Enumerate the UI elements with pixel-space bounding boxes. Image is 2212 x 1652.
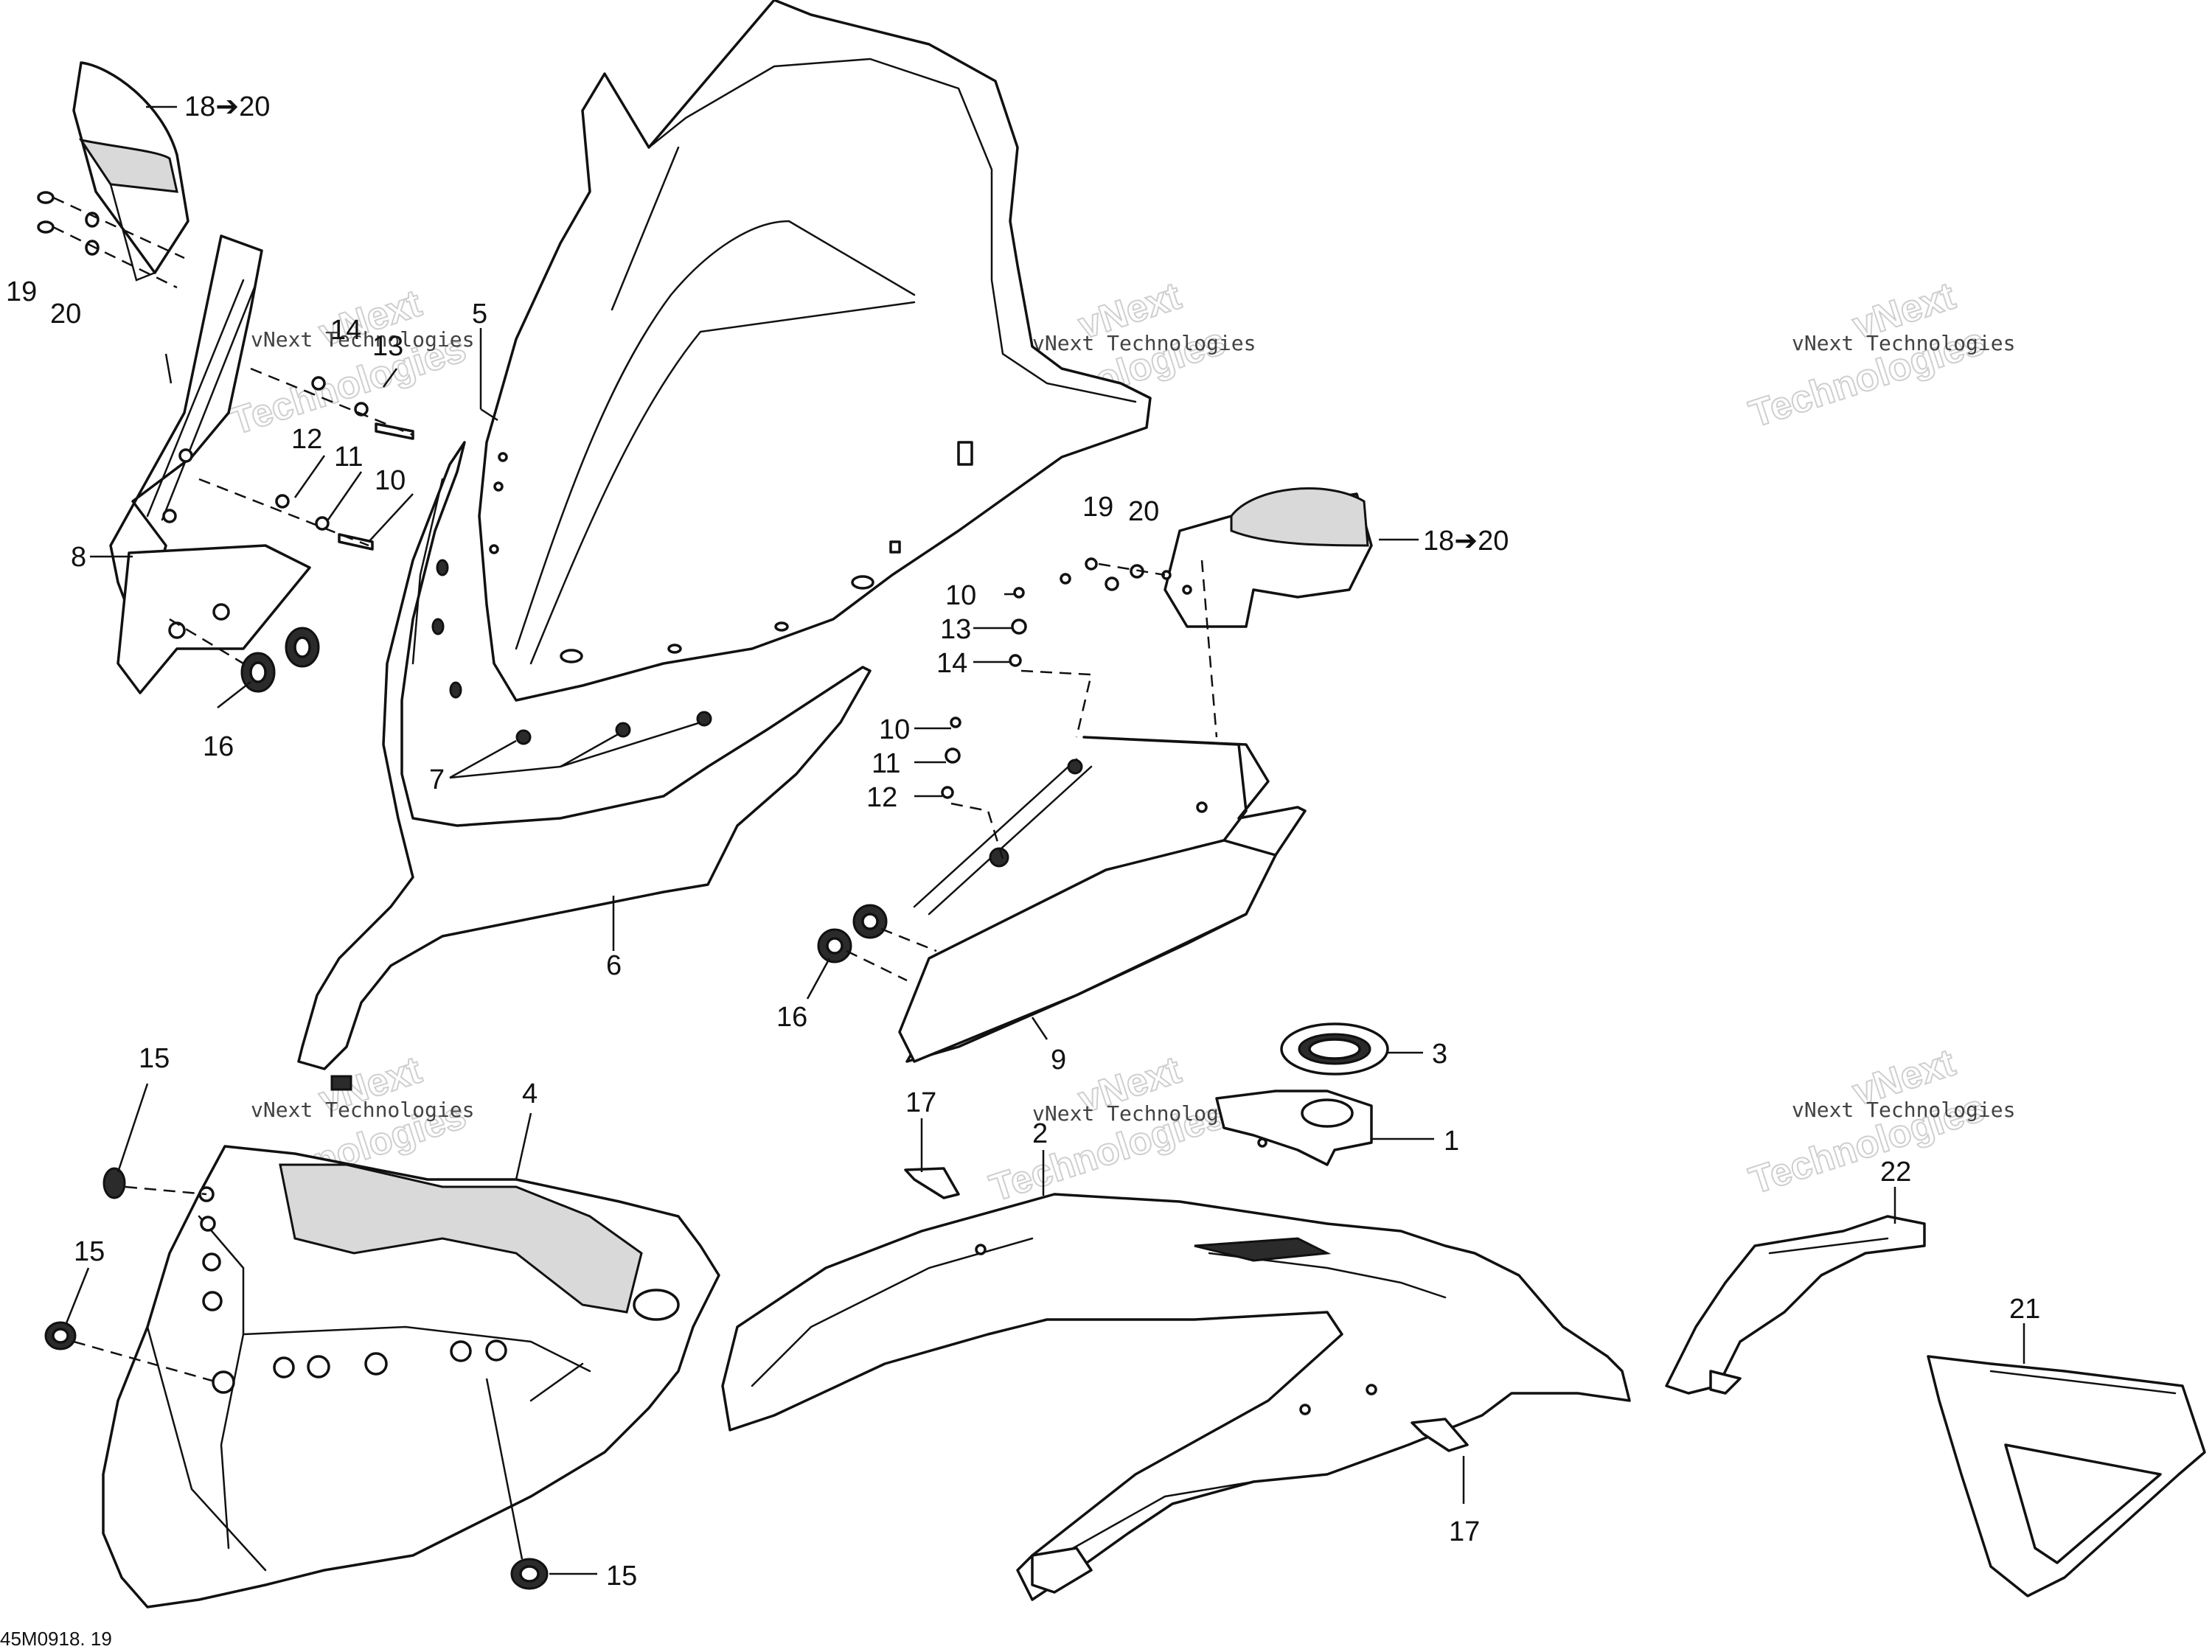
- callout-1: 1: [1444, 1126, 1459, 1157]
- seal-ring-3: [1280, 1022, 1389, 1076]
- bracket-8-upper: [109, 234, 263, 643]
- right-side-bracket-9: [898, 736, 1307, 1063]
- callout-9: 9: [1051, 1045, 1066, 1076]
- watermark-caption: vNext Technologies: [1792, 1098, 2015, 1122]
- callout-18-20-right: 18➔20: [1423, 526, 1509, 557]
- right-mirror-assembly: [1161, 487, 1373, 628]
- screw-19: [1060, 573, 1071, 585]
- callout-18-20-top: 18➔20: [184, 91, 270, 122]
- clips-17: [904, 1167, 1469, 1452]
- callout-13-left: 13: [372, 331, 403, 362]
- nut-10: [950, 717, 961, 728]
- callout-17-right: 17: [1449, 1516, 1480, 1547]
- watermark-caption: vNext Technologies: [1792, 331, 2015, 355]
- windshield-trim-6: [297, 441, 872, 1091]
- callout-11-left: 11: [334, 442, 363, 473]
- screw-19: [37, 191, 55, 204]
- right-fasteners-10-14: [941, 560, 1218, 860]
- watermark-top-right: vNext Technologies vNext Technologies: [1744, 273, 2016, 436]
- grommets-15: [44, 1167, 549, 1590]
- callout-7: 7: [429, 764, 445, 795]
- watermark-caption: vNext Technologies: [251, 1098, 474, 1122]
- callout-8: 8: [71, 542, 86, 573]
- leader-lines: [65, 105, 2025, 1575]
- panel-2-outline: [721, 1193, 1631, 1601]
- plate-1: [1215, 1090, 1373, 1166]
- callout-16-right: 16: [776, 1002, 807, 1033]
- callout-15-top: 15: [139, 1043, 170, 1074]
- front-panel-4: [102, 1145, 720, 1609]
- callout-15-bottom: 15: [606, 1561, 637, 1592]
- callout-17-left: 17: [905, 1087, 936, 1118]
- callout-14-right: 14: [936, 648, 967, 679]
- callout-10-left: 10: [375, 465, 406, 496]
- callout-13-right: 13: [940, 614, 971, 645]
- callout-19-right: 19: [1082, 492, 1113, 523]
- washer-13: [1011, 618, 1027, 635]
- callout-20-right: 20: [1128, 496, 1159, 527]
- watermark-top-left: vNext Technologies vNext Technologies: [225, 281, 475, 444]
- callout-3: 3: [1432, 1039, 1447, 1070]
- windshield-5: [478, 0, 1152, 702]
- callout-4: 4: [522, 1078, 538, 1109]
- screw-19: [1085, 557, 1098, 571]
- washer-11: [945, 747, 961, 764]
- callout-12-left: 12: [291, 424, 322, 455]
- left-fasteners-10-14: [198, 367, 414, 551]
- figure-reference: 45M0918. 19: [0, 1628, 112, 1650]
- washer-12: [941, 786, 954, 799]
- callout-14-left: 14: [330, 315, 361, 346]
- nut-14: [1009, 654, 1022, 667]
- left-side-bracket-8: [109, 234, 311, 694]
- bracket-9-lower: [898, 839, 1277, 1063]
- callout-19-left: 19: [6, 276, 37, 307]
- nut-10: [1013, 587, 1025, 599]
- trim-6-outline: [297, 441, 872, 1070]
- watermark-bottom-center: vNext Technologies vNext Technologies: [984, 1048, 1256, 1210]
- windshield-outline: [478, 0, 1152, 702]
- side-cover-22: [1665, 1215, 1926, 1395]
- side-cover-21: [1927, 1355, 2206, 1597]
- callout-12-right: 12: [866, 782, 897, 813]
- watermark-caption: vNext Technologies: [251, 327, 474, 352]
- callout-6: 6: [606, 950, 622, 981]
- callout-labels: 18➔20 19 20 14 13 5 12 11 10 8 16 7 6 19…: [6, 91, 2040, 1592]
- washer-11: [315, 516, 330, 531]
- callout-21: 21: [2009, 1294, 2040, 1325]
- watermark-caption: vNext Technologies: [1032, 331, 1256, 355]
- left-mirror-glass: [78, 138, 178, 193]
- right-mirror-glass: [1230, 487, 1369, 547]
- trim-6-clip: [330, 1075, 352, 1091]
- callout-11-right: 11: [872, 748, 900, 779]
- callout-20-left: 20: [50, 299, 81, 330]
- callout-10-right-a: 10: [945, 580, 976, 611]
- screw-13: [375, 422, 414, 440]
- callout-10-right-b: 10: [879, 714, 910, 745]
- callout-5: 5: [472, 299, 487, 330]
- lower-panel-2: [721, 1193, 1631, 1601]
- callout-2: 2: [1032, 1118, 1048, 1149]
- left-mirror-assembly: [72, 61, 189, 282]
- screw-19: [37, 220, 55, 234]
- callout-16-left: 16: [203, 731, 234, 762]
- washer-20: [1105, 576, 1119, 591]
- panel-4-top: [279, 1163, 643, 1314]
- nut-14: [311, 376, 326, 391]
- left-mirror-fasteners: [37, 191, 185, 289]
- right-mirror-fasteners: [1060, 557, 1166, 591]
- right-grommets-16: [817, 904, 937, 982]
- washer-12: [275, 494, 290, 509]
- callout-22: 22: [1880, 1157, 1911, 1188]
- bracket-8-lower: [116, 544, 311, 694]
- callout-15-mid: 15: [74, 1236, 105, 1267]
